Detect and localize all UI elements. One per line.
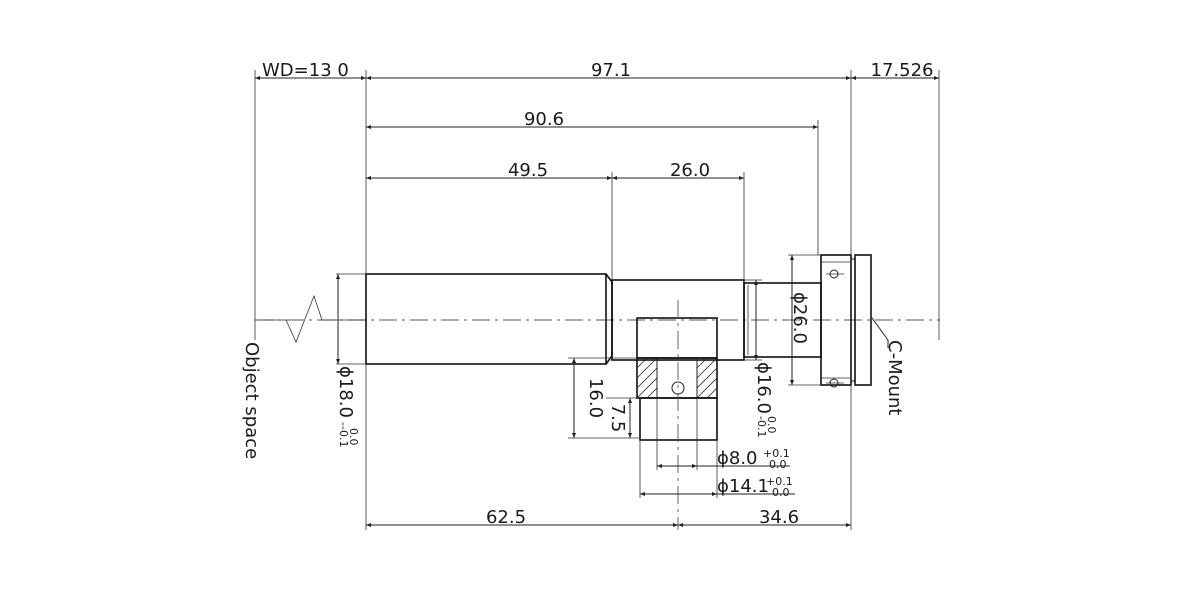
dim-port-bore-dia: ϕ8.0 +0.1 0.0 xyxy=(717,447,790,471)
dim-mid-dia: ϕ16.0 0.0 -0.1 xyxy=(753,362,778,437)
tol-upper: 0.0 xyxy=(765,416,778,434)
dim-front-dia: ϕ18.0 0.0 --0.1 xyxy=(335,366,360,447)
tol-upper: +0.1 xyxy=(763,447,790,460)
svg-text:ϕ16.0: ϕ16.0 xyxy=(753,362,774,414)
extension-lines xyxy=(254,70,940,530)
dim-front-tube-length: 49.5 xyxy=(508,160,548,181)
dim-port-to-mount: 34.6 xyxy=(759,507,799,528)
optical-axis-centerline xyxy=(254,290,940,340)
c-mount-label: C-Mount xyxy=(884,340,905,415)
dim-wd-label: WD=13 0 xyxy=(262,60,349,81)
break-symbol xyxy=(262,294,366,344)
dim-port-height: 16.0 xyxy=(585,378,606,418)
dim-body-dia: ϕ26.0 xyxy=(789,292,810,344)
tol-lower: -0.1 xyxy=(755,416,768,437)
dim-barrel-length: 90.6 xyxy=(524,109,564,130)
tol-lower: 0.0 xyxy=(769,458,787,471)
dimension-lines xyxy=(255,76,939,527)
dim-mid-tube-length: 26.0 xyxy=(670,160,710,181)
dim-front-to-port: 62.5 xyxy=(486,507,526,528)
dim-flange-distance: 17.526 xyxy=(871,60,934,81)
dim-port-outer-dia: ϕ14.1 +0.1 0.0 xyxy=(717,475,793,499)
svg-text:ϕ14.1: ϕ14.1 xyxy=(717,476,769,497)
tol-lower: --0.1 xyxy=(337,422,350,447)
svg-text:ϕ26.0: ϕ26.0 xyxy=(789,292,810,344)
dim-port-depth: 7.5 xyxy=(607,404,628,433)
object-space-label: Object space xyxy=(241,342,262,459)
lens-body xyxy=(365,254,872,388)
svg-text:ϕ8.0: ϕ8.0 xyxy=(717,448,758,469)
tol-lower: 0.0 xyxy=(772,486,790,499)
tol-upper: 0.0 xyxy=(347,428,360,446)
svg-text:ϕ18.0: ϕ18.0 xyxy=(335,366,356,418)
dim-total-length: 97.1 xyxy=(591,60,631,81)
tol-upper: +0.1 xyxy=(766,475,793,488)
illumination-port xyxy=(636,300,718,530)
